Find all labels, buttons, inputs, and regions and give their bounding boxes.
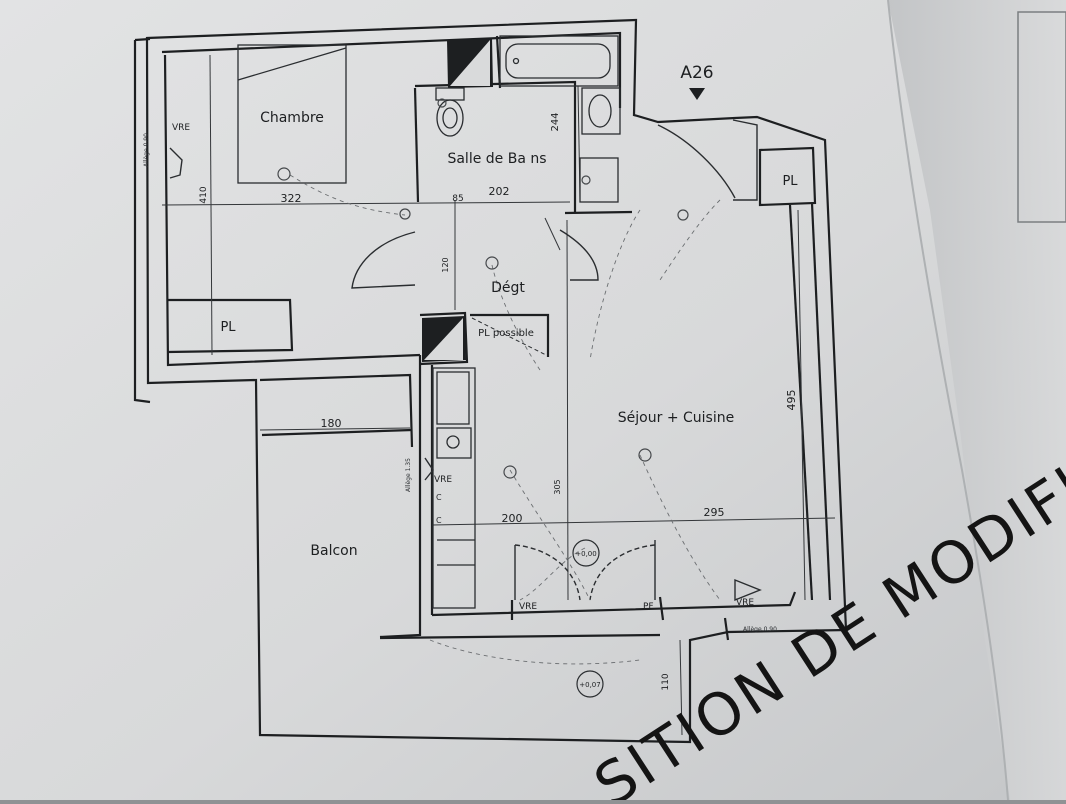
dim-495: 495	[785, 390, 798, 411]
window-vre-kitchen: VRE	[434, 475, 452, 485]
unit-marker	[689, 88, 705, 100]
room-pl-right: PL	[782, 174, 798, 189]
window-labels: VRE VRE VRE VRE PF	[172, 123, 754, 612]
dimension-lines	[161, 54, 836, 736]
dim-200: 200	[502, 512, 523, 525]
note-allege-kitchen: Allège 1.35	[405, 458, 412, 492]
level-balcony: +0,07	[579, 681, 600, 689]
room-degt: Dégt	[491, 280, 525, 296]
washbasin	[579, 87, 621, 203]
room-salle-de-bains: Salle de Ba ns	[447, 151, 546, 167]
room-labels: Chambre Salle de Ba ns Dégt Séjour + Cui…	[220, 63, 798, 559]
unit-id: A26	[680, 63, 713, 83]
dim-295: 295	[704, 506, 725, 519]
window-vre-bedroom: VRE	[172, 123, 190, 133]
kitchen-counter	[432, 367, 476, 609]
dim-202: 202	[489, 185, 510, 198]
dim-305: 305	[553, 479, 562, 494]
window-pf: PF	[643, 602, 654, 612]
small-notes: Allège 0.90 Allège 1.35 Allège 0.90 C C	[143, 133, 777, 633]
light-fixtures	[277, 98, 689, 479]
note-c2: C	[436, 516, 442, 525]
note-allege-living: Allège 0.90	[743, 626, 777, 633]
electrical-lines	[289, 174, 721, 665]
level-markers	[572, 539, 604, 698]
bed	[237, 44, 347, 184]
dim-85: 85	[452, 194, 463, 204]
walls	[133, 18, 848, 744]
down-arrow-icon	[689, 88, 705, 100]
window-vre-living-right: VRE	[736, 598, 754, 608]
level-labels: +0,00 +0,07	[575, 550, 600, 689]
dim-110: 110	[661, 673, 671, 690]
room-pl-possible: PL possible	[478, 328, 534, 339]
dim-322: 322	[281, 192, 302, 205]
dimension-labels: 322 410 85 202 244 120 180 495 200 295 3…	[199, 112, 798, 690]
title-block	[1017, 11, 1066, 223]
room-chambre: Chambre	[260, 110, 324, 126]
dim-244: 244	[550, 112, 561, 131]
note-allege-bedroom: Allège 0.90	[143, 133, 150, 167]
dim-410: 410	[199, 186, 209, 203]
toilet	[435, 87, 465, 137]
room-pl-left: PL	[220, 320, 236, 335]
room-balcon: Balcon	[310, 543, 357, 559]
level-interior: +0,00	[575, 550, 596, 558]
note-c1: C	[436, 493, 442, 502]
window-vre-living-left: VRE	[519, 602, 537, 612]
dim-120: 120	[441, 257, 450, 272]
dim-180: 180	[321, 417, 342, 430]
room-sejour-cuisine: Séjour + Cuisine	[618, 410, 734, 426]
bathtub	[499, 35, 619, 87]
door-swings	[169, 119, 762, 602]
